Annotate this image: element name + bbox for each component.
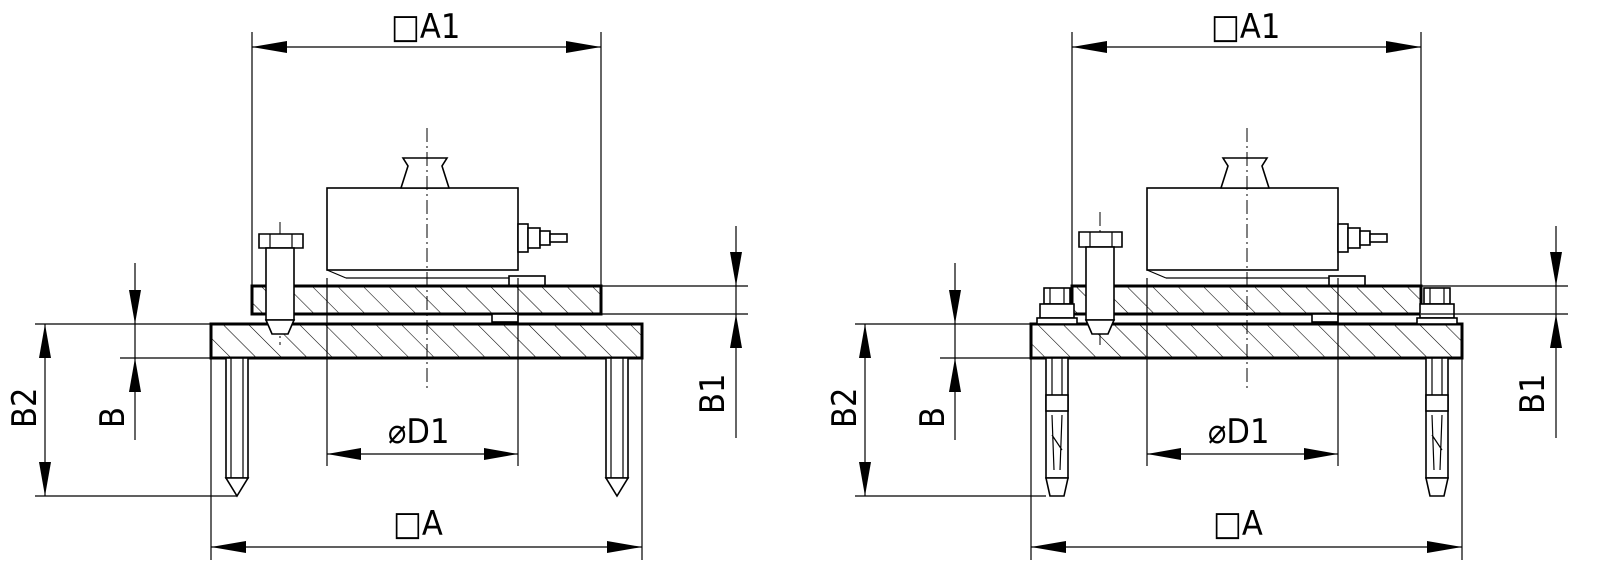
hex-bolt — [258, 222, 304, 345]
dimension-label-a: □A — [1213, 504, 1263, 544]
load-button — [399, 157, 451, 189]
dimension-label-d1: ⌀D1 — [1208, 412, 1269, 452]
drill-anchor-right — [604, 357, 630, 498]
dimension-label-b: B — [913, 407, 953, 428]
dimension-label-a1: □A1 — [1211, 7, 1280, 47]
dimension-label-b1: B1 — [693, 374, 733, 414]
view-left-drill-anchor: □A1 — [5, 7, 748, 560]
view-right-expansion-anchor: □A1 — [825, 7, 1568, 560]
dimension-label-b1: B1 — [1513, 374, 1553, 414]
dimension-label-a1: □A1 — [391, 7, 460, 47]
dimension-label-b: B — [93, 407, 133, 428]
load-cell-body — [1146, 187, 1339, 271]
expansion-anchor-left — [1036, 287, 1078, 497]
drill-anchor-left — [224, 357, 250, 498]
expansion-anchor-right — [1416, 287, 1458, 497]
hex-bolt — [1078, 212, 1123, 345]
load-cell-body — [326, 187, 519, 271]
dimension-label-a: □A — [393, 504, 443, 544]
dimension-label-d1: ⌀D1 — [388, 412, 449, 452]
load-button — [1219, 157, 1271, 189]
dimension-label-b2: B2 — [825, 388, 865, 428]
cable-connector — [517, 223, 568, 253]
dimension-label-b2: B2 — [5, 388, 45, 428]
cable-connector — [1337, 223, 1388, 253]
